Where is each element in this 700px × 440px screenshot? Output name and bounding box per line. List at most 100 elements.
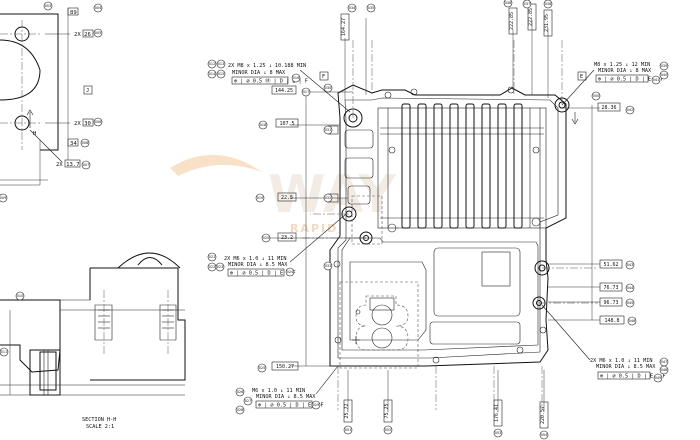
watermark-tagline: RAPID — [290, 222, 338, 235]
bubble — [207, 59, 217, 69]
callout-mid-left: 2X M6 x 1.0 ↓ 11 MIN MINOR DIA ↓ 8.5 MAX… — [224, 213, 347, 277]
callout-br-line2: MINOR DIA ↓ 8.5 MAX — [596, 364, 656, 370]
dim-89: 89 — [70, 10, 77, 16]
bubble-number: 004 — [95, 6, 101, 10]
callout-tl-frame: ⊕ | ⌀ 0.5 Ⓜ | D | E | F — [234, 77, 308, 85]
bubble-number: 033 — [325, 264, 331, 268]
bubble — [659, 61, 669, 71]
callout-bl-frame: ⊕ | ⌀ 0.5 | D | E | F — [258, 403, 324, 409]
dim-2x26: 2X 26 — [74, 32, 91, 38]
section-h-h-view: 010 011 SECTION H-H SCALE 2:1 — [0, 252, 186, 430]
bubble — [216, 59, 226, 69]
bubble-number: 026 — [237, 390, 243, 394]
inspection-balloons: 012 013 014 015 016 017 018 019 020 021 … — [207, 0, 669, 440]
bubble — [207, 69, 217, 79]
bubble — [659, 70, 669, 80]
bubble — [323, 261, 333, 271]
dim-b3: 176.41 — [494, 404, 500, 422]
bubble-number: 028 — [237, 408, 243, 412]
dim-28-36: 28.36 — [601, 105, 616, 111]
bubble — [93, 3, 103, 13]
bubble — [285, 267, 295, 277]
bubble-number: 049 — [655, 376, 661, 380]
callout-ml-line1: 2X M6 x 1.0 ↓ 11 MIN — [224, 256, 286, 262]
bubble — [311, 400, 321, 410]
section-scale: SCALE 2:1 — [86, 424, 114, 430]
bubble — [215, 262, 225, 272]
bubble-number: 048 — [661, 368, 667, 372]
bubble — [0, 347, 9, 357]
dim-23-2: 23.2 — [281, 235, 293, 241]
bubble — [543, 0, 553, 9]
bubble — [93, 117, 103, 127]
bubble — [503, 0, 513, 8]
bubble — [625, 260, 635, 270]
callout-ml-line2: MINOR DIA ↓ 8.5 MAX — [228, 262, 288, 268]
bubble — [651, 75, 661, 85]
bubble — [235, 405, 245, 415]
bubble — [80, 138, 90, 148]
dim-22-5: 22.5 — [281, 195, 293, 201]
bubble — [627, 316, 637, 326]
bubble — [216, 69, 226, 79]
bubble-number: 052 — [385, 428, 391, 432]
bubble — [625, 298, 635, 308]
dim-148-8: 148.8 — [604, 318, 619, 324]
bubble-number: 010 — [17, 294, 23, 298]
bubble — [93, 28, 103, 38]
bubble-number: 011 — [1, 350, 7, 354]
bubble-number: 019 — [257, 196, 263, 200]
bubble — [539, 430, 549, 440]
bubble-number: 046 — [629, 319, 635, 323]
bubble-number: 023 — [217, 265, 223, 269]
bubble-number: 020 — [263, 236, 269, 240]
callout-top-right: M8 x 1.25 ↓ 12 MIN MINOR DIA ↓ 8 MAX ⊕ |… — [561, 62, 664, 106]
bubble-number: 037 — [524, 2, 530, 6]
dim-96-73: 96.73 — [603, 300, 618, 306]
callout-bottom-right: 2X M6 x 1.0 ↓ 11 MIN MINOR DIA ↓ 8.5 MAX… — [541, 304, 666, 380]
callout-tl-line1: 2X M8 x 1.25 ↓ 10.188 MIN — [228, 63, 306, 69]
bubble-number: 034 — [349, 6, 355, 10]
datum-e: E — [580, 74, 583, 80]
dim-107-5: 107.5 — [279, 121, 294, 127]
callout-tr-line1: M8 x 1.25 ↓ 12 MIN — [594, 62, 650, 68]
callout-bl-line2: MINOR DIA ↓ 8.5 MAX — [256, 394, 316, 400]
bubble-number: 031 — [325, 128, 331, 132]
dimension-lines — [270, 18, 600, 412]
bubble — [366, 3, 376, 13]
bubble-number: 042 — [627, 108, 633, 112]
datum-h: H — [33, 131, 36, 137]
bubble-number: 025 — [259, 366, 265, 370]
bubble-number: 040 — [661, 73, 667, 77]
datum-f: F — [322, 74, 325, 80]
bubble-number: 012 — [209, 62, 215, 66]
bubble-number: 009 — [0, 196, 6, 200]
bubble-number: 005 — [95, 31, 101, 35]
watermark: WAY RAPID — [170, 154, 397, 235]
dim-top2: 222.85 — [509, 12, 515, 30]
bubble — [591, 91, 601, 101]
bubble-number: 050 — [593, 94, 599, 98]
callout-bl-line1: M6 x 1.0 ↓ 11 MIN — [252, 388, 305, 394]
bubble — [243, 396, 253, 406]
dim-144-25: 144.25 — [275, 88, 293, 94]
dim-top1: 164.27 — [341, 18, 347, 36]
bubble — [323, 83, 333, 93]
bubble — [493, 428, 503, 438]
bubble-number: 035 — [368, 6, 374, 10]
bubble-number: 018 — [260, 123, 266, 127]
dim-b2: 75.25 — [384, 403, 390, 418]
dim-34: 34 — [70, 141, 77, 147]
dim-76-73: 76.73 — [603, 285, 618, 291]
callout-bottom-left: M6 x 1.0 ↓ 11 MIN MINOR DIA ↓ 8.5 MAX ⊕ … — [252, 365, 339, 409]
bubble-number: 047 — [661, 360, 667, 364]
bubble-number: 054 — [541, 433, 547, 437]
bubble — [255, 193, 265, 203]
bubble — [625, 283, 635, 293]
bubble — [291, 73, 301, 83]
bubble-number: 053 — [495, 431, 501, 435]
bubble — [15, 291, 25, 301]
dim-2x13: 2X 13.7 — [56, 162, 80, 168]
bubble-number: 008 — [82, 141, 88, 145]
